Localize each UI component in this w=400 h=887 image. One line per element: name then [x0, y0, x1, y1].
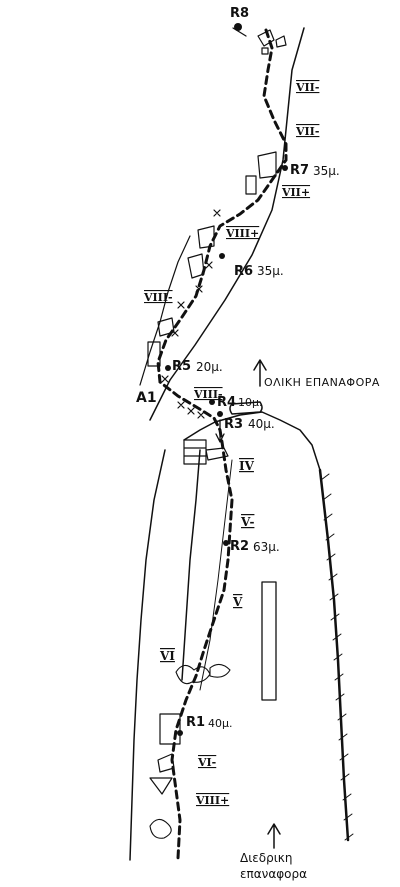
svg-text:R6: R6 [234, 264, 253, 279]
belay-R3: R3 40μ. [217, 411, 275, 432]
full-rappel-note: ΟΛΙΚΗ ΕΠΑΝΑΦΟΡΑ [253, 359, 380, 389]
svg-text:63μ.: 63μ. [253, 540, 280, 554]
svg-text:R2: R2 [230, 539, 249, 554]
flake-mid [147, 317, 175, 367]
partial-rappel-note: Διεδρικη επαναφορα [240, 823, 307, 881]
grade-label: V- [240, 515, 254, 529]
belay-R5: R5 20μ. [165, 359, 223, 374]
svg-text:35μ.: 35μ. [257, 264, 284, 278]
protection-marks [161, 209, 221, 419]
belay-R8: R8 [230, 6, 249, 31]
svg-text:ΟΛΙΚΗ ΕΠΑΝΑΦΟΡΑ: ΟΛΙΚΗ ΕΠΑΝΑΦΟΡΑ [264, 376, 380, 389]
svg-text:R5: R5 [172, 359, 191, 374]
grade-label: VI- [197, 756, 216, 769]
lower-pillar-inner-edge [181, 449, 201, 681]
flake-R6 [187, 225, 215, 279]
grade-label: VIII+ [195, 794, 229, 807]
svg-text:R7: R7 [290, 163, 309, 178]
svg-text:20μ.: 20μ. [196, 360, 223, 374]
lower-pillar-top-edge [183, 411, 321, 471]
svg-text:R1: R1 [186, 715, 205, 730]
right-rock-hatching [320, 473, 354, 841]
route-line [156, 28, 288, 860]
roof-R7 [245, 151, 277, 195]
grade-label: VIII- [143, 291, 173, 304]
lower-pillar-left-edge [129, 449, 166, 861]
ledge-blocks-R3 [183, 439, 229, 465]
grade-label: V [232, 595, 243, 609]
rock-edge-upper-left [139, 27, 247, 386]
bushes-lower [149, 663, 231, 839]
grade-label: VII- [295, 81, 319, 94]
ledge-R4 [229, 401, 263, 415]
belay-R1: R1 40μ. [177, 715, 233, 736]
crack-feature [261, 581, 277, 701]
belay-R4: R4 10μ. [209, 395, 263, 410]
grade-label: VII+ [281, 186, 310, 199]
arrow-R3 [215, 419, 225, 443]
aid-label-A1: A1 [136, 390, 157, 406]
svg-text:35μ.: 35μ. [313, 164, 340, 178]
svg-text:R4: R4 [217, 395, 236, 410]
grade-label: VI [159, 649, 175, 663]
grade-label: VIII+ [225, 227, 259, 240]
belay-R7: R7 35μ. [282, 163, 340, 178]
belay-R6: R6 35μ. [219, 253, 284, 279]
belay-R2: R2 63μ. [223, 539, 280, 554]
right-rock-face [318, 468, 350, 842]
svg-text:40μ.: 40μ. [208, 717, 233, 730]
svg-text:επαναφορα: επαναφορα [240, 867, 307, 881]
svg-text:Διεδρικη: Διεδρικη [240, 851, 292, 865]
grade-label: IV [239, 459, 255, 473]
rock-blocks-summit [257, 29, 287, 55]
grade-label: VII- [295, 125, 319, 138]
left-rock-edge-lower [199, 459, 233, 691]
svg-text:40μ.: 40μ. [248, 417, 275, 431]
svg-text:R3: R3 [224, 417, 243, 432]
svg-text:R8: R8 [230, 6, 249, 21]
grade-label: VIII- [193, 388, 223, 401]
rock-edge-upper-right [149, 27, 305, 421]
svg-text:10μ.: 10μ. [238, 396, 263, 409]
